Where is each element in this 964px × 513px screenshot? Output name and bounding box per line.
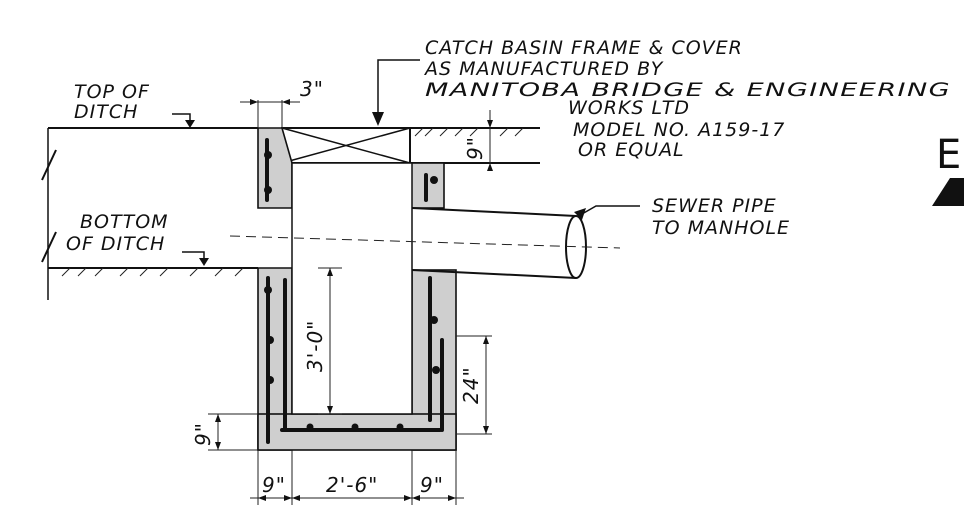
dim-right-wall-label: 9" [420,473,444,497]
dim-inside-width-label: 2'-6" [326,473,378,497]
frame-leader-arrow [372,112,384,126]
frame-label-line-3: MANITOBA BRIDGE & ENGINEERING [425,79,951,101]
ground-hatch-bottom [61,267,244,277]
rebar-dots [264,151,440,431]
frame-label-line-4: WORKS LTD [568,97,690,119]
right-rebar [424,173,444,432]
dim-pipe-height-label: 24" [459,366,483,404]
sewer-label-line-1: SEWER PIPE [652,195,777,217]
frame-label-line-5: MODEL NO. A159-17 [573,119,785,141]
top-ditch-arrow [185,120,195,128]
dim-frame-depth [487,110,493,171]
ground-hatch-top [414,127,524,137]
section-arrow-marker [932,178,964,206]
dim-slab [208,413,258,451]
frame-label-line-6: OR EQUAL [578,139,685,161]
left-wall-upper [257,127,293,209]
sump-interior [291,162,413,415]
edge-letter: E [936,132,961,178]
frame-leader [377,59,420,118]
sewer-leader [581,205,640,215]
frame-label-line-1: CATCH BASIN FRAME & COVER [425,37,743,59]
dim-slab-label: 9" [191,422,215,446]
sewer-leader-arrow [574,208,586,220]
dim-pipe-height [456,335,492,435]
frame-cover-cross [281,127,411,164]
dim-sump-depth-label: 3'-0" [303,320,327,372]
top-ditch-label-line-2: DITCH [74,101,138,123]
break-mark-bottom [41,231,57,263]
dim-frame-depth-label: 9" [463,136,487,160]
dim-frame-gap [240,99,300,128]
sewer-label-line-2: TO MANHOLE [652,217,790,239]
bottom-ditch-arrow [199,258,209,266]
frame-label-line-2: AS MANUFACTURED BY [423,58,664,80]
dim-sump-depth [318,267,342,415]
bottom-ditch-label-line-2: OF DITCH [66,233,165,255]
top-ditch-label-line-1: TOP OF [74,81,150,103]
break-mark-top [41,149,57,181]
bottom-ditch-label-line-1: BOTTOM [80,211,169,233]
dim-left-wall-label: 9" [262,473,286,497]
sewer-pipe [229,207,621,279]
dim-frame-gap-label: 3" [300,77,324,101]
dim-bottom-chain [250,450,464,505]
